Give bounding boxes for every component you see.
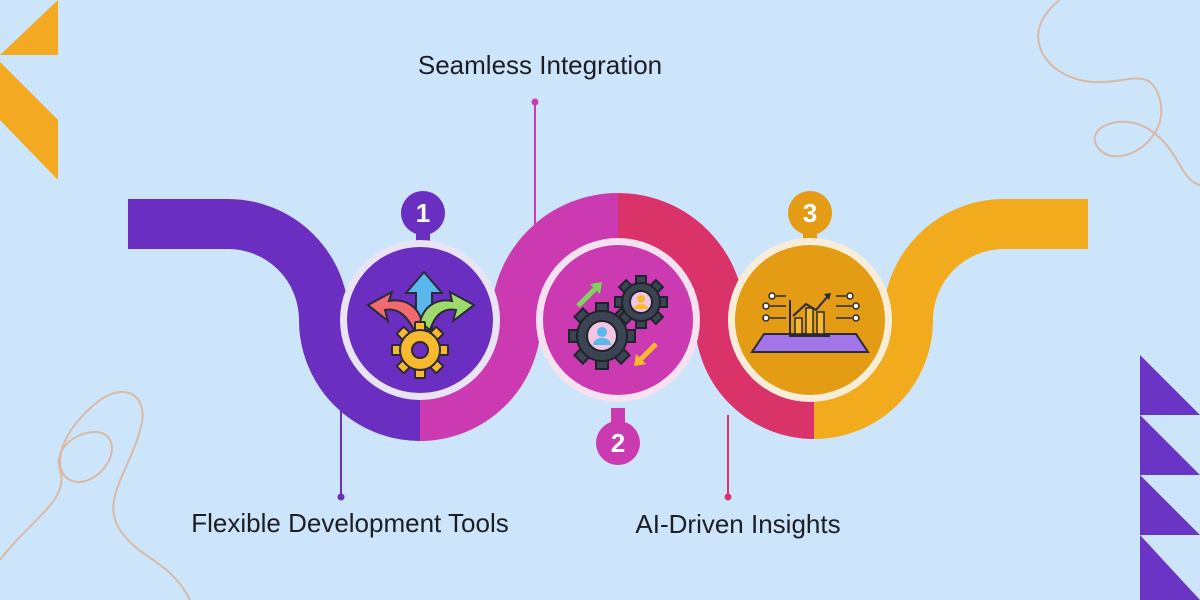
badge-2: 2 [596, 408, 640, 465]
step-3-number: 3 [803, 198, 817, 228]
step-2-circle [536, 238, 700, 402]
decor-right-triangles [1140, 355, 1200, 600]
decor-top-left-chevrons [0, 0, 58, 180]
step-1-number: 1 [416, 198, 430, 228]
branching-arrows-gear-icon [366, 270, 476, 379]
badge-1: 1 [401, 191, 445, 250]
badge-3: 3 [788, 191, 832, 250]
step-1-label: Flexible Development Tools [191, 508, 509, 538]
gears-with-users-icon [568, 275, 668, 370]
step-2-label: Seamless Integration [417, 50, 663, 80]
step-2-number: 2 [611, 428, 625, 458]
wave-band [128, 193, 1088, 441]
connector-lines [337, 98, 732, 501]
step-1-circle [340, 240, 500, 400]
analytics-chart-platform-icon [750, 292, 870, 353]
step-3-circle [728, 238, 892, 402]
step-3-label: AI-Driven Insights [635, 509, 841, 539]
